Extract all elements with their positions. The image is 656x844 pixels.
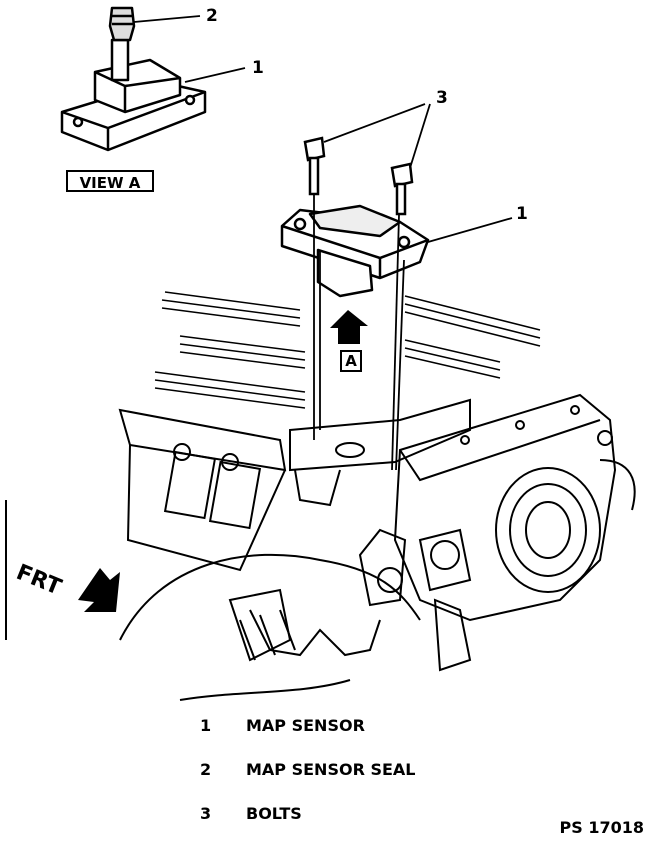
callout-main-1: 1 — [516, 204, 528, 224]
callout-main-3: 3 — [436, 88, 448, 108]
legend-number: 2 — [200, 760, 212, 779]
view-a-sensor — [60, 6, 207, 152]
engine-block — [118, 291, 636, 701]
legend-item: 2 MAP SENSOR SEAL — [200, 760, 416, 779]
figure-reference: PS 17018 — [559, 818, 644, 837]
view-a-arrow — [330, 310, 368, 344]
map-sensor — [280, 204, 430, 298]
legend-text: MAP SENSOR SEAL — [246, 760, 416, 779]
bolts — [303, 136, 414, 216]
legend-number: 3 — [200, 804, 212, 823]
legend-item: 3 BOLTS — [200, 804, 302, 823]
legend-item: 1 MAP SENSOR — [200, 716, 365, 735]
callout-view-a-1: 1 — [252, 58, 264, 78]
arrow-a-label: A — [340, 350, 362, 372]
callout-view-a-2: 2 — [206, 6, 218, 26]
front-arrow — [78, 568, 120, 612]
legend-text: MAP SENSOR — [246, 716, 365, 735]
view-a-label: VIEW A — [66, 170, 154, 192]
legend-text: BOLTS — [246, 804, 302, 823]
legend-number: 1 — [200, 716, 212, 735]
